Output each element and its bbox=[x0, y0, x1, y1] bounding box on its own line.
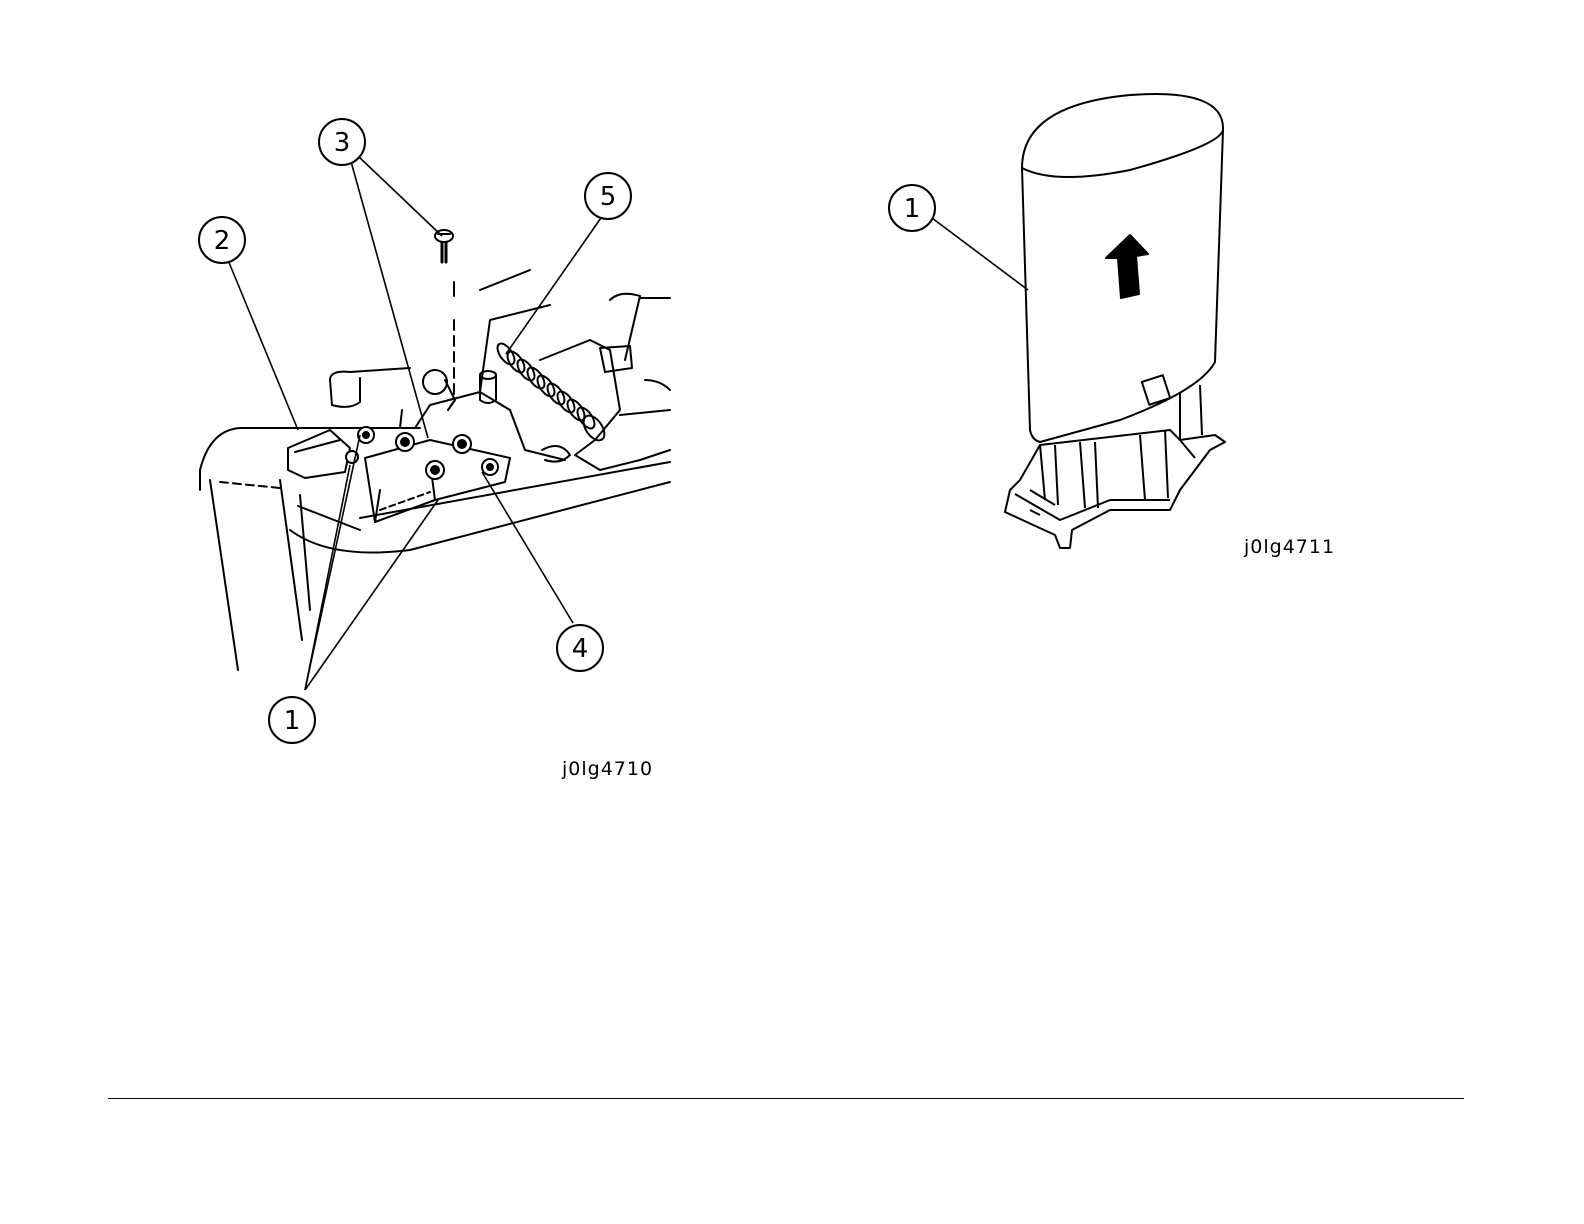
mechanism-drawing: 3 2 5 4 1 bbox=[180, 110, 690, 800]
callout-1: 1 bbox=[269, 697, 315, 743]
callout-1-label: 1 bbox=[904, 194, 921, 224]
callout-5-label: 5 bbox=[600, 182, 617, 212]
callout-5: 5 bbox=[585, 173, 631, 219]
cover-drawing: 1 bbox=[880, 90, 1360, 570]
callout-1: 1 bbox=[889, 185, 935, 231]
figure-right-illustration: 1 j0lg4711 bbox=[880, 90, 1360, 570]
footer-rule bbox=[108, 1098, 1464, 1099]
callout-2-label: 2 bbox=[214, 226, 231, 256]
callout-1-label: 1 bbox=[284, 706, 301, 736]
figure-left-illustration: 3 2 5 4 1 j0lg4710 bbox=[180, 110, 690, 800]
callout-3-label: 3 bbox=[334, 128, 351, 158]
callout-2: 2 bbox=[199, 217, 245, 263]
figure-id: j0lg4711 bbox=[1244, 536, 1335, 558]
callout-4-label: 4 bbox=[572, 634, 589, 664]
callout-4: 4 bbox=[557, 625, 603, 671]
figure-id: j0lg4710 bbox=[562, 758, 653, 780]
callout-3: 3 bbox=[319, 119, 365, 165]
